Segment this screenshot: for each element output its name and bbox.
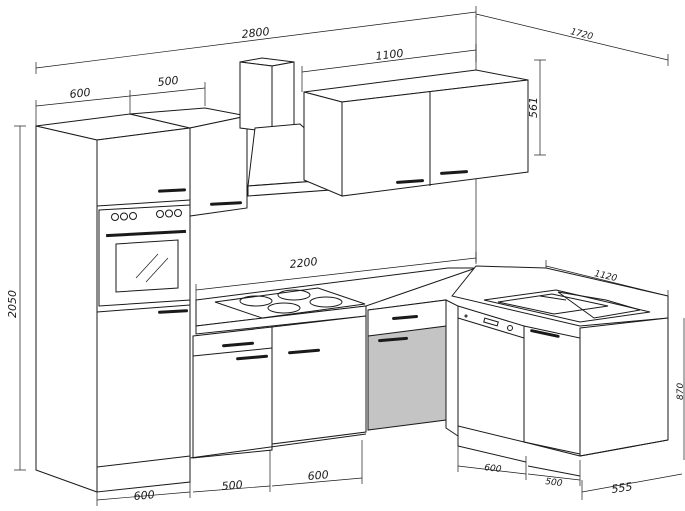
dim-500-bottom: 500 [221,478,243,493]
worktop-main [195,267,477,335]
dimension-lines [14,6,685,506]
worktop-side [451,265,669,327]
dishwasher [445,299,527,463]
dim-500-corner: 500 [545,477,564,489]
upper-cabinet-500 [129,107,248,217]
tall-cabinet [35,113,191,493]
dim-600-bottom-left: 600 [133,488,155,503]
dim-2800: 2800 [241,25,270,41]
corner-panel [367,299,447,431]
dim-561: 561 [527,97,540,118]
dim-2050: 2050 [6,290,19,318]
base-cabinets-side [523,317,669,477]
dim-500-top: 500 [157,74,179,89]
dim-2200: 2200 [289,255,318,271]
dim-1100: 1100 [375,47,404,63]
dim-600-top: 600 [69,86,91,101]
dim-600-bottom-mid: 600 [307,468,329,483]
base-cabinets-main [189,315,367,459]
dim-1720: 1720 [569,27,594,42]
oven [98,204,191,307]
dim-870: 870 [676,383,685,400]
dim-555: 555 [611,480,634,496]
dimension-labels: 2800 1720 600 500 1100 561 2200 1120 205… [6,25,685,503]
dim-600-dishwasher: 600 [484,463,503,475]
wall-cabinets-1100 [303,69,529,197]
